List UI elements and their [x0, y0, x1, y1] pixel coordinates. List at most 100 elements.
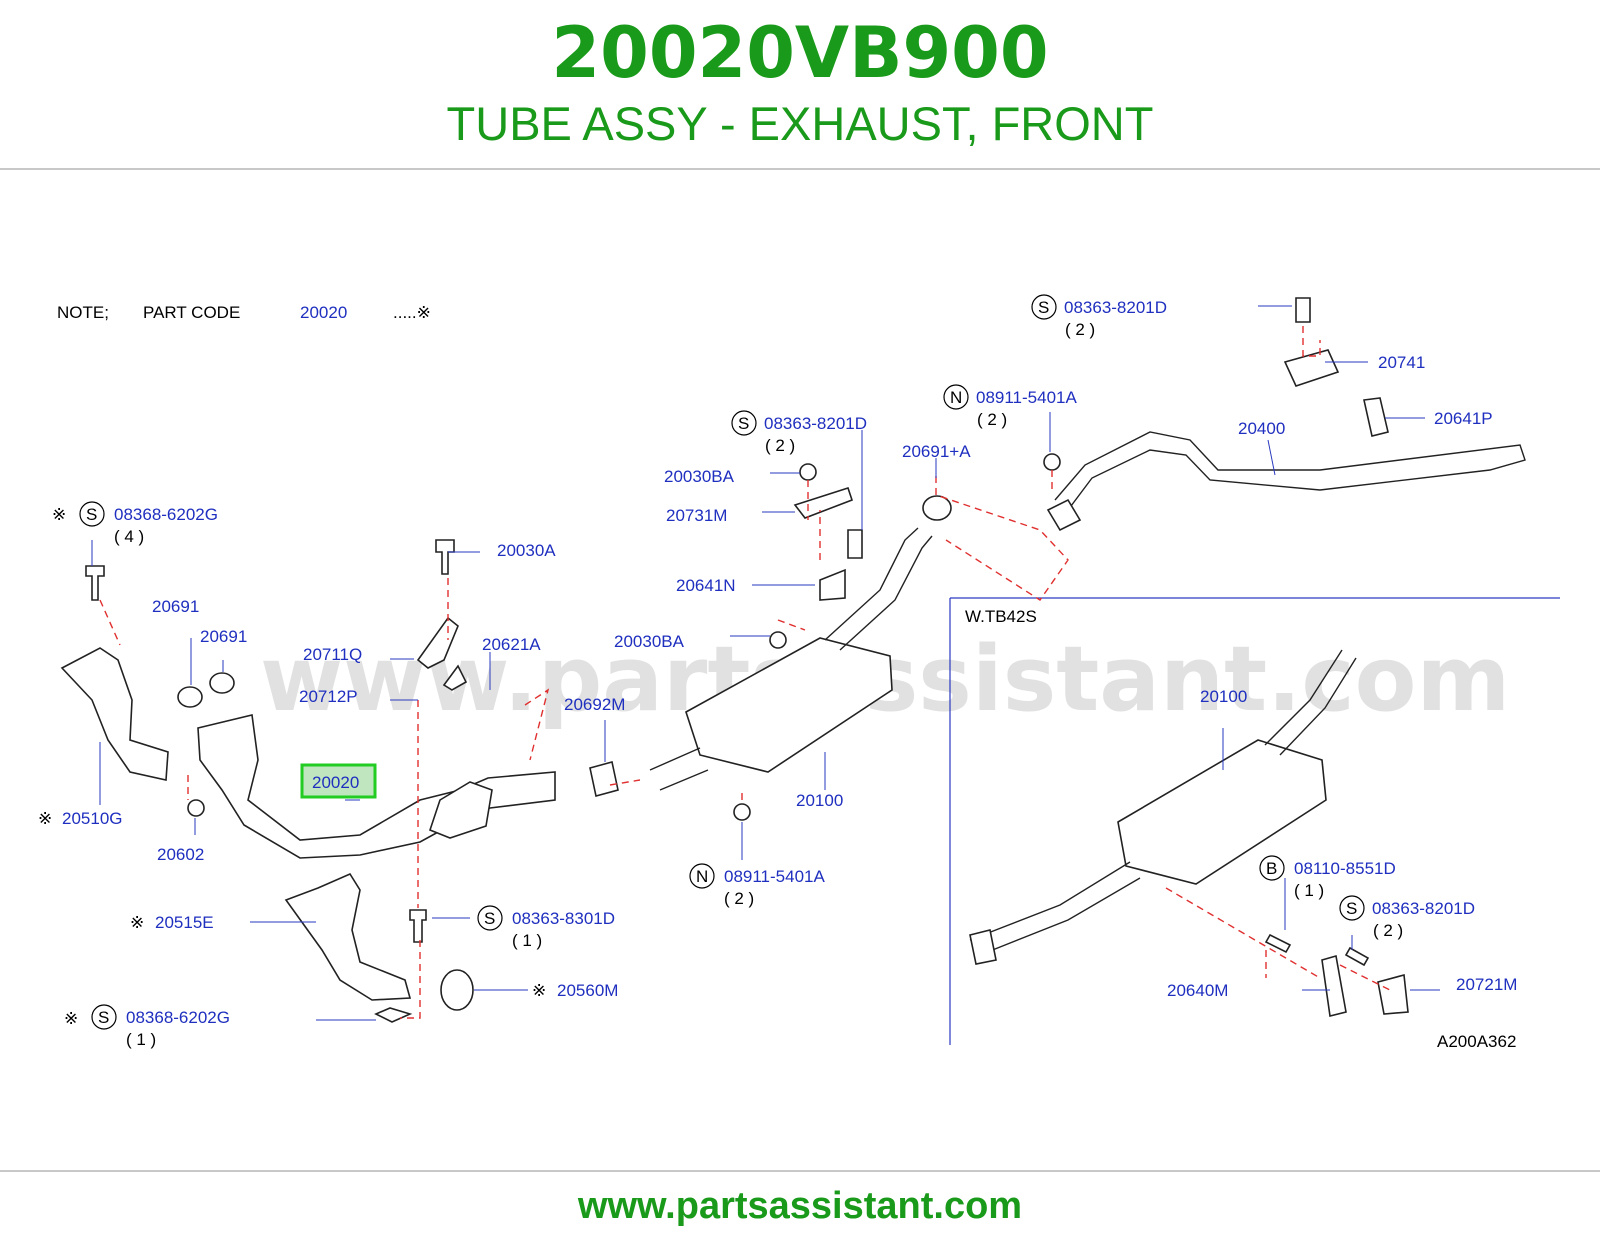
- label-08363-8301d[interactable]: 08363-8301D: [512, 909, 615, 928]
- label-20030ba-top[interactable]: 20030BA: [664, 467, 735, 486]
- exhaust-diagram: www.partsassistant.com NOTE; PART CODE 2…: [0, 270, 1600, 1070]
- label-08110-8551d[interactable]: 08110-8551D: [1294, 859, 1396, 878]
- svg-text:S: S: [738, 414, 749, 433]
- label-20731m[interactable]: 20731M: [666, 506, 727, 525]
- tail-pipe-shape: [1054, 431, 1526, 511]
- label-20691-a[interactable]: 20691: [152, 597, 199, 616]
- highlight-box: [300, 763, 377, 799]
- svg-text:B: B: [1266, 859, 1277, 878]
- ref-mark-20510g: ※: [38, 809, 52, 828]
- label-20641n[interactable]: 20641N: [676, 576, 736, 595]
- bolt-08363-8201d-inset: [1344, 946, 1370, 967]
- qty-08911-top: ( 2 ): [977, 410, 1007, 429]
- hanger-20641n-shape: [819, 568, 846, 601]
- svg-text:S: S: [86, 505, 97, 524]
- inset-hanger-20640m: [1321, 954, 1347, 1017]
- gasket-20691-b: [209, 672, 235, 694]
- note-part-code: 20020: [300, 303, 347, 322]
- page-header: 20020VB900 TUBE ASSY - EXHAUST, FRONT: [0, 0, 1600, 168]
- part-title: TUBE ASSY - EXHAUST, FRONT: [446, 97, 1154, 150]
- qty-08363-8301d: ( 1 ): [512, 931, 542, 950]
- note-marker: .....※: [393, 303, 431, 322]
- bolt-20030a: [435, 539, 455, 575]
- label-20510g[interactable]: 20510G: [62, 809, 123, 828]
- note-part-code-label: PART CODE: [143, 303, 240, 322]
- footer-url[interactable]: www.partsassistant.com: [577, 1185, 1023, 1227]
- nut-08911-bottom: [733, 803, 751, 821]
- ref-mark-20560m: ※: [532, 981, 546, 1000]
- label-08911-5401a-top[interactable]: 08911-5401A: [976, 388, 1077, 407]
- symbol-n-bottom: N: [689, 863, 715, 889]
- label-20711q[interactable]: 20711Q: [303, 645, 362, 664]
- label-08368-6202g-bottom[interactable]: 08368-6202G: [126, 1008, 230, 1027]
- part-number: 20020VB900: [551, 12, 1049, 94]
- header-divider: [0, 168, 1600, 170]
- label-20400[interactable]: 20400: [1238, 419, 1285, 438]
- label-20691-b[interactable]: 20691: [200, 627, 247, 646]
- bracket-20731m-shape: [793, 486, 854, 519]
- note-label: NOTE;: [57, 303, 109, 322]
- footer-divider: [0, 1170, 1600, 1172]
- bolt-08363-8201d-mid: [847, 529, 863, 559]
- symbol-s-8301d: S: [477, 905, 503, 931]
- assembly-dashed-lines: [99, 326, 1391, 1019]
- inset-muffler-shape: [1117, 739, 1327, 885]
- label-20640m[interactable]: 20640M: [1167, 981, 1228, 1000]
- qty-08368-top: ( 4 ): [114, 527, 144, 546]
- label-20602[interactable]: 20602: [157, 845, 204, 864]
- exhaust-manifold-shape: [60, 647, 169, 781]
- inset-outlet-pipe: [1264, 649, 1357, 756]
- label-20030ba-mid[interactable]: 20030BA: [614, 632, 685, 651]
- heat-shield-shape: [284, 872, 412, 1001]
- ref-mark-20515e: ※: [130, 913, 144, 932]
- label-08911-5401a-bottom[interactable]: 08911-5401A: [724, 867, 825, 886]
- symbol-s-bottom-left: S: [91, 1004, 117, 1030]
- svg-text:S: S: [1346, 899, 1357, 918]
- svg-text:N: N: [950, 388, 962, 407]
- symbol-s-left: S: [79, 501, 105, 527]
- svg-text:S: S: [98, 1008, 109, 1027]
- symbol-s-top: S: [1031, 294, 1057, 320]
- inset-flange: [969, 929, 997, 965]
- label-20020[interactable]: 20020: [312, 773, 359, 792]
- svg-text:S: S: [1038, 298, 1049, 317]
- label-08368-6202g-top[interactable]: 08368-6202G: [114, 505, 218, 524]
- label-08363-8201d-mid[interactable]: 08363-8201D: [764, 414, 867, 433]
- bolt-08368-top: [85, 565, 105, 601]
- qty-08110: ( 1 ): [1294, 881, 1324, 900]
- label-20712p[interactable]: 20712P: [299, 687, 358, 706]
- qty-08911-bottom: ( 2 ): [724, 889, 754, 908]
- label-20692m[interactable]: 20692M: [564, 695, 625, 714]
- inset-inlet-pipe: [969, 861, 1141, 956]
- qty-08368-bottom: ( 1 ): [126, 1030, 156, 1049]
- diagram-svg: www.partsassistant.com NOTE; PART CODE 2…: [38, 294, 1560, 1051]
- label-20100-inset[interactable]: 20100: [1200, 687, 1247, 706]
- ref-mark-08368-top: ※: [52, 505, 66, 524]
- label-20721m[interactable]: 20721M: [1456, 975, 1517, 994]
- gasket-20691a-shape: [922, 495, 952, 521]
- label-20560m[interactable]: 20560M: [557, 981, 618, 1000]
- label-20641p[interactable]: 20641P: [1434, 409, 1493, 428]
- main-muffler-shape: [685, 637, 893, 773]
- label-20691a[interactable]: 20691+A: [902, 442, 971, 461]
- label-08363-8201d-top[interactable]: 08363-8201D: [1064, 298, 1167, 317]
- nut-20602: [187, 799, 205, 817]
- label-20741[interactable]: 20741: [1378, 353, 1425, 372]
- symbol-s-mid: S: [731, 410, 757, 436]
- qty-08363-mid: ( 2 ): [765, 436, 795, 455]
- bracket-20741-shape: [1283, 349, 1340, 387]
- label-20515e[interactable]: 20515E: [155, 913, 214, 932]
- label-20030a[interactable]: 20030A: [497, 541, 556, 560]
- muffler-inlet-pipe: [649, 747, 709, 791]
- clamp-shape: [440, 969, 474, 1011]
- symbol-n-top: N: [943, 384, 969, 410]
- label-20621a[interactable]: 20621A: [482, 635, 541, 654]
- label-08363-8201d-inset[interactable]: 08363-8201D: [1372, 899, 1475, 918]
- hanger-20641p-shape: [1363, 397, 1389, 437]
- bolt-08363-8301d: [409, 909, 427, 943]
- label-20100-main[interactable]: 20100: [796, 791, 843, 810]
- bracket-20712p-shape: [442, 664, 468, 691]
- symbol-s-inset: S: [1339, 895, 1365, 921]
- bolt-08110-8551d: [1264, 933, 1292, 954]
- qty-08363-top: ( 2 ): [1065, 320, 1095, 339]
